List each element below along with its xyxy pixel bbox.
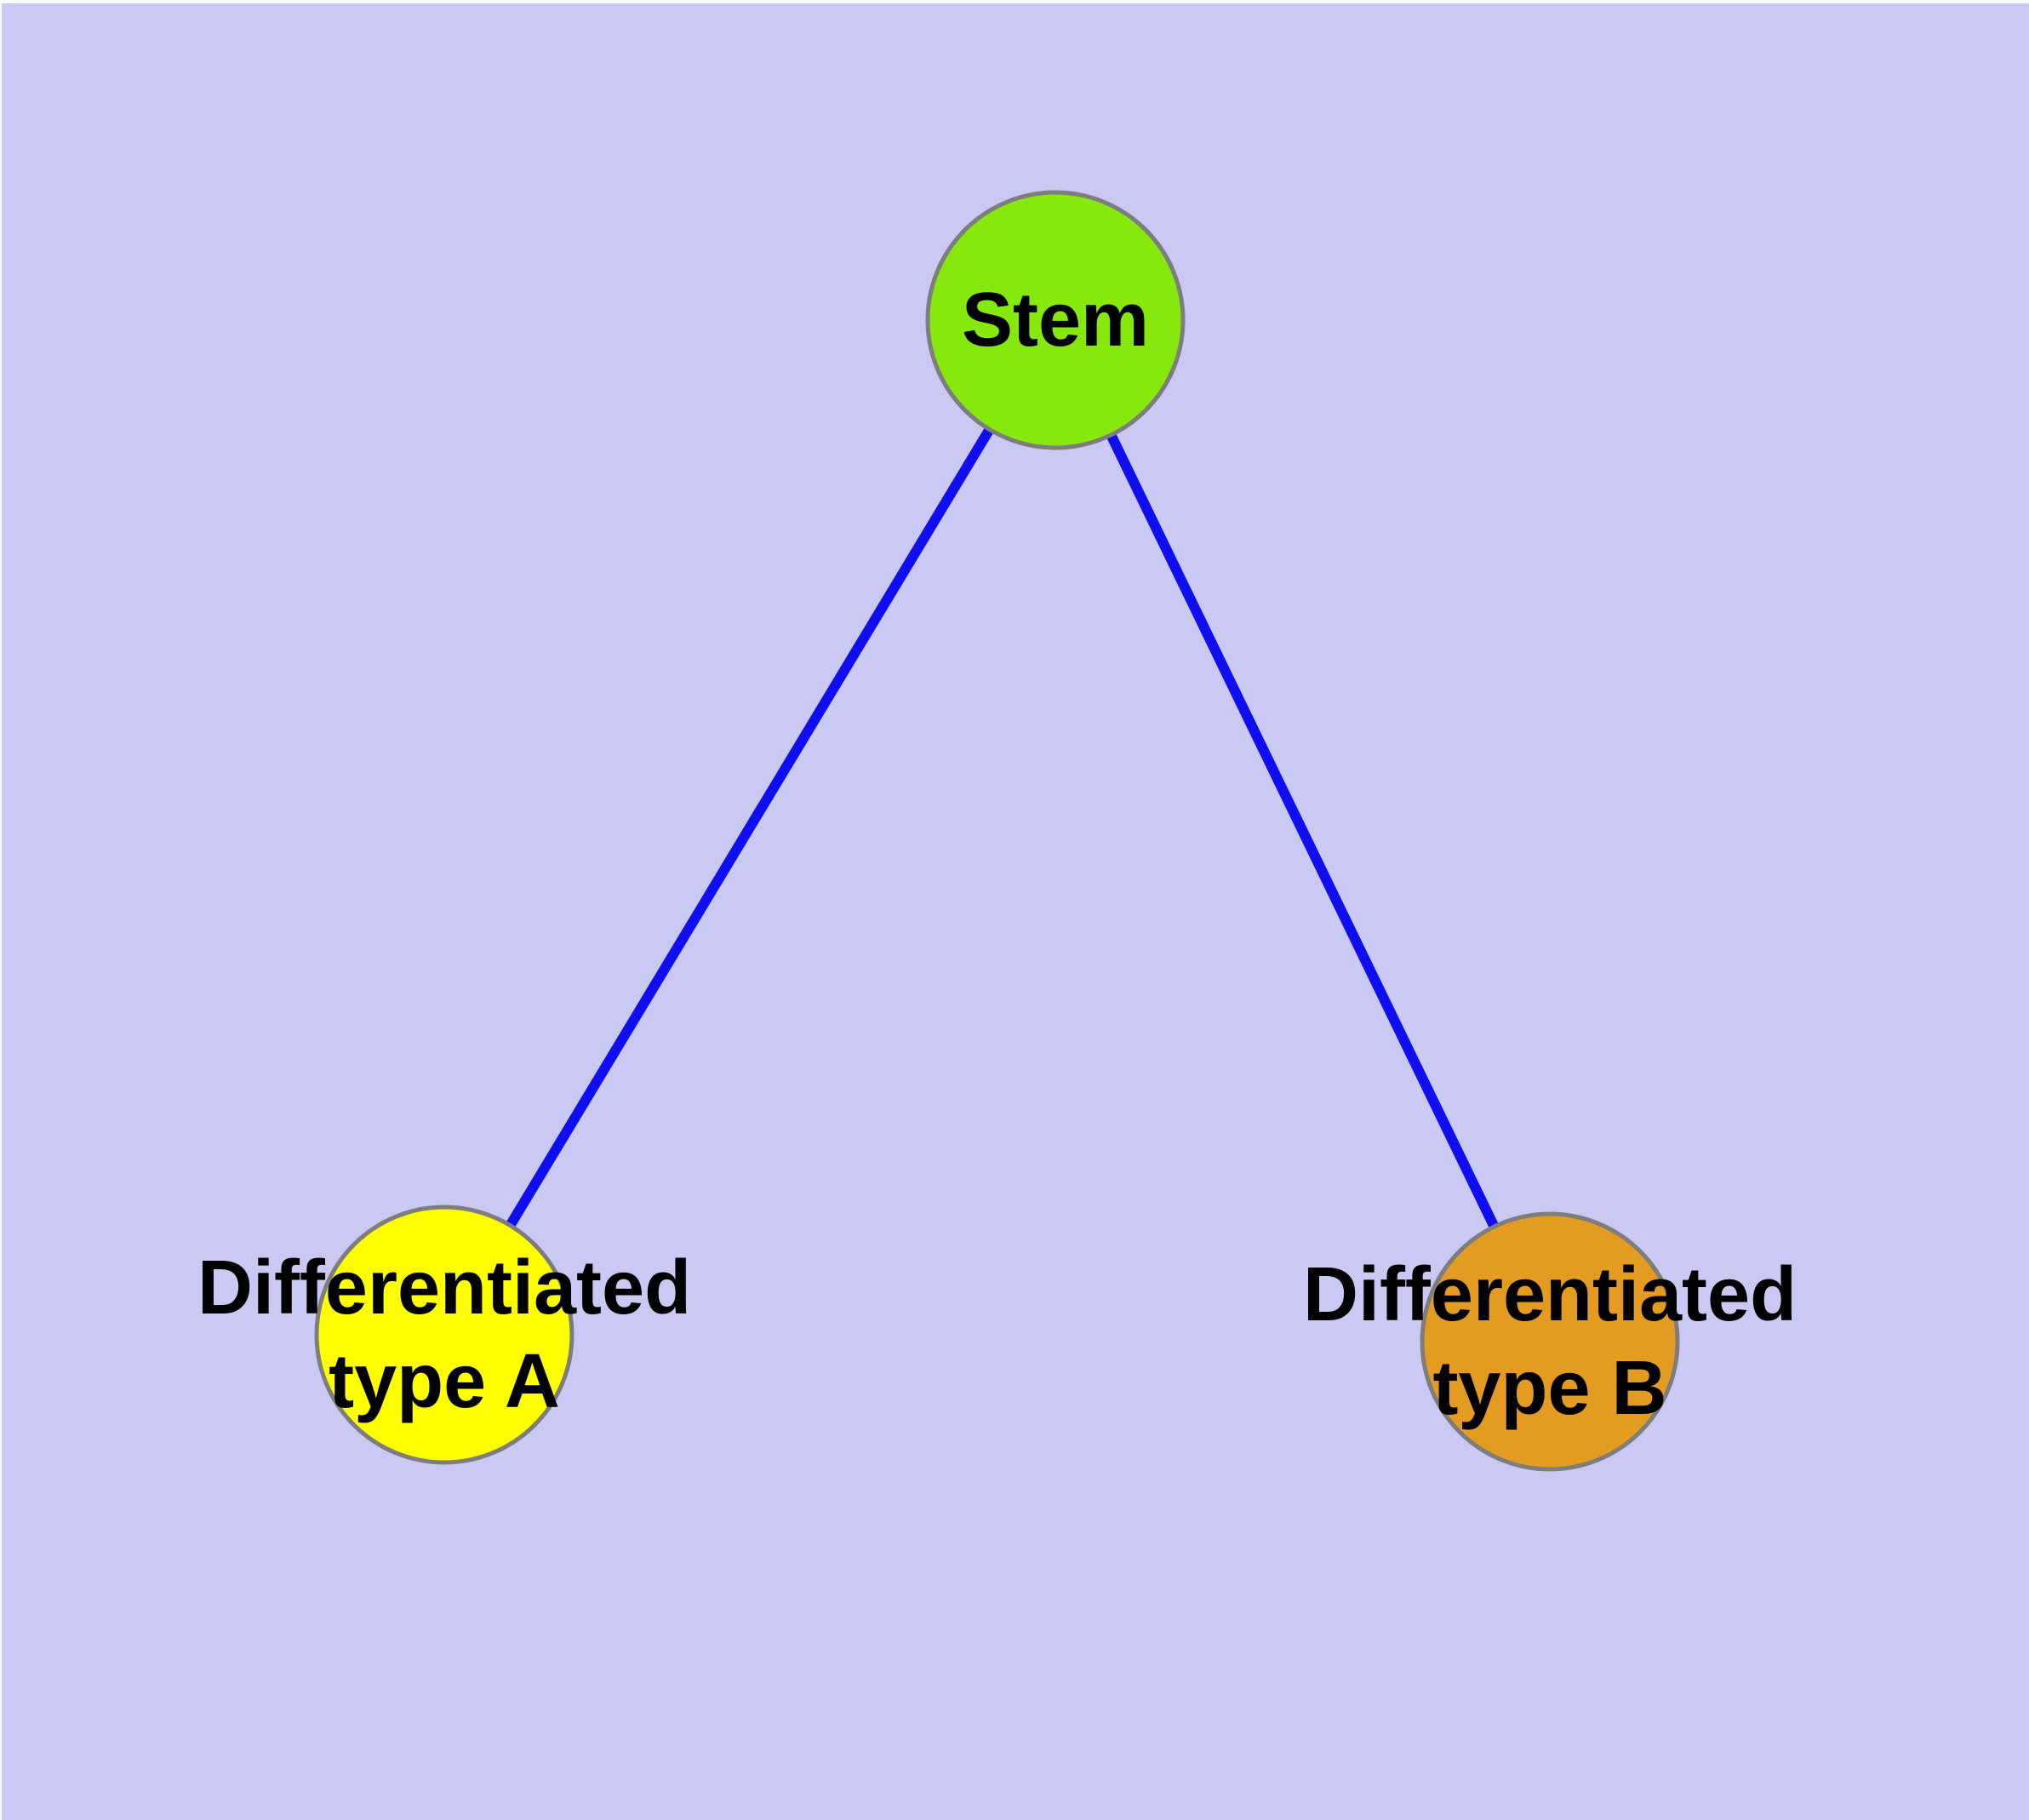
graph-svg [314, 190, 1680, 1472]
edge-stem-to-differentiated-type-b [1050, 318, 1555, 1344]
node-stem [925, 190, 1186, 450]
node-differentiated-type-a [314, 1205, 574, 1465]
node-differentiated-type-b [1420, 1211, 1680, 1472]
edge-stem-to-differentiated-type-a [439, 317, 1060, 1338]
